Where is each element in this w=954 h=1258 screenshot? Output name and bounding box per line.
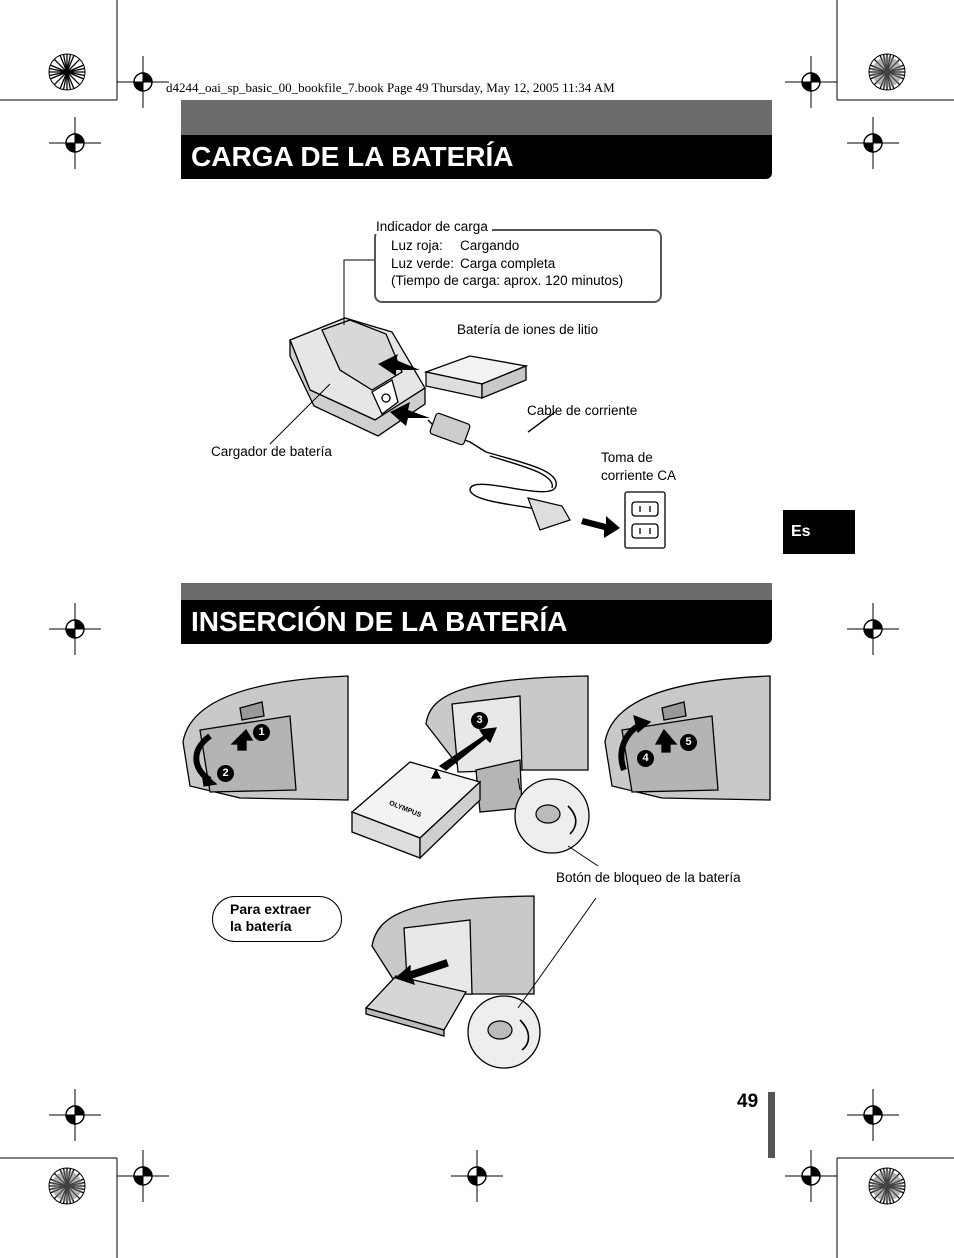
page-number: 49 — [737, 1091, 759, 1112]
registration-mark-icon — [846, 116, 900, 170]
camera-remove-battery-illustration — [364, 895, 535, 1037]
remove-pill-line2: la batería — [230, 918, 292, 934]
lock-button-leader-line — [517, 897, 597, 1009]
step-3-badge: 3 — [471, 712, 488, 729]
red-light-value: Cargando — [460, 238, 520, 253]
battery-illustration — [423, 355, 529, 399]
plug-head — [527, 497, 571, 531]
registration-mark-icon — [784, 55, 838, 109]
callout-leader-line — [343, 259, 374, 325]
remove-battery-pill: Para extraer la batería — [212, 896, 342, 942]
step-5-badge: 5 — [680, 734, 697, 751]
section-band-top — [181, 100, 772, 136]
charger-label: Cargador de batería — [211, 444, 332, 459]
red-light-label: Luz roja: — [391, 238, 443, 253]
section-band-top — [181, 583, 772, 603]
green-light-label: Luz verde: — [391, 256, 455, 271]
cable-label: Cable de corriente — [527, 403, 638, 418]
plug-arrow-icon — [390, 402, 430, 426]
lock-button-leader-line — [567, 845, 599, 867]
step-1-badge: 1 — [253, 724, 270, 741]
registration-mark-icon — [48, 602, 102, 656]
registration-mark-icon — [116, 55, 170, 109]
section-title-insertion: INSERCIÓN DE LA BATERÍA — [181, 600, 772, 644]
file-info-header: d4244_oai_sp_basic_00_bookfile_7.book Pa… — [166, 80, 615, 95]
battery-label: Batería de iones de litio — [457, 322, 599, 337]
registration-mark-icon — [846, 1088, 900, 1142]
callout-title: Indicador de carga — [372, 219, 492, 234]
insert-battery-arrow-icon — [378, 354, 420, 376]
language-tab: Es — [783, 510, 855, 554]
star-target-icon — [48, 53, 86, 91]
step-2-badge: 2 — [217, 765, 234, 782]
charge-indicator-callout — [374, 229, 662, 303]
registration-mark-icon — [116, 1149, 170, 1203]
remove-pill-line1: Para extraer — [230, 901, 311, 917]
outlet-label-line2: corriente CA — [601, 468, 677, 483]
charge-time-note: (Tiempo de carga: aprox. 120 minutos) — [391, 273, 624, 288]
wall-outlet-icon — [624, 491, 666, 549]
outlet-arrow-icon — [581, 516, 620, 538]
page-number-bar — [768, 1092, 775, 1158]
registration-mark-icon — [784, 1149, 838, 1203]
registration-mark-icon — [450, 1149, 504, 1203]
charger-leader-line — [269, 383, 331, 445]
step-4-badge: 4 — [637, 750, 654, 767]
outlet-label-line1: Toma de — [601, 450, 653, 465]
registration-mark-icon — [48, 1088, 102, 1142]
camera-insert-battery-illustration — [350, 675, 589, 860]
section-title-charging: CARGA DE LA BATERÍA — [181, 135, 772, 179]
lock-button-label: Botón de bloqueo de la batería — [556, 870, 741, 885]
registration-mark-icon — [846, 602, 900, 656]
registration-mark-icon — [48, 116, 102, 170]
green-light-value: Carga completa — [460, 256, 556, 271]
